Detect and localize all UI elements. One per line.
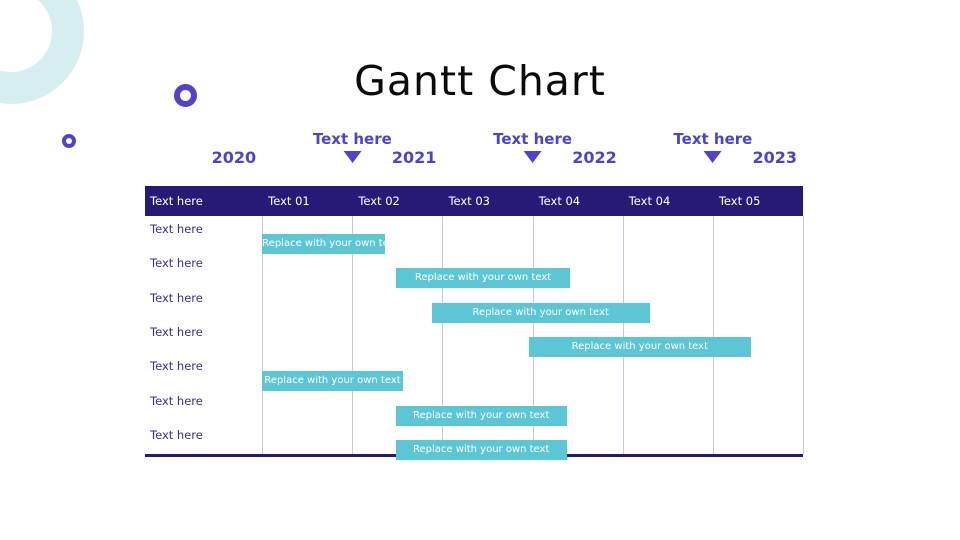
- gantt-task-bar[interactable]: Replace with your own text: [528, 336, 751, 357]
- gantt-header-column-4[interactable]: Text 04: [538, 194, 581, 208]
- gantt-header-column-3[interactable]: Text 03: [448, 194, 490, 208]
- gantt-row-label: Text here: [150, 222, 203, 236]
- gantt-header-column-2[interactable]: Text 02: [358, 194, 400, 208]
- milestone-triangle-down-icon: [523, 151, 542, 163]
- milestone-marker[interactable]: Text here: [673, 130, 752, 163]
- page-title: Gantt Chart: [354, 57, 606, 105]
- milestone-triangle-down-icon: [703, 151, 722, 163]
- gantt-header-column-6[interactable]: Text 05: [718, 194, 761, 208]
- gantt-row-label: Text here: [150, 290, 203, 305]
- year-tick-label: 2023: [752, 148, 797, 167]
- gantt-task-bar[interactable]: Replace with your own text: [431, 302, 650, 323]
- milestone-triangle-down-icon: [343, 151, 362, 163]
- gantt-gridline: [622, 216, 624, 454]
- gantt-gridline: [803, 216, 804, 454]
- milestone-label: Text here: [493, 130, 573, 148]
- milestone-marker[interactable]: Text here: [493, 130, 572, 163]
- milestone-label: Text here: [312, 130, 392, 148]
- gantt-gridline: [442, 216, 444, 454]
- gantt-row-label: Text here: [150, 256, 203, 271]
- gantt-gridline: [262, 216, 264, 454]
- gantt-gridline: [532, 216, 534, 454]
- gantt-header-column-5[interactable]: Text 04: [628, 194, 671, 208]
- gantt-task-bar[interactable]: Replace with your own text: [262, 234, 385, 254]
- year-tick-label: 2022: [572, 148, 617, 167]
- gantt-gridline: [712, 216, 714, 454]
- gantt-row-label: Text here: [150, 324, 203, 339]
- gantt-task-bar[interactable]: Replace with your own text: [395, 268, 571, 289]
- year-tick-label: 2021: [391, 148, 437, 167]
- gantt-task-bar[interactable]: Replace with your own text: [262, 371, 403, 392]
- gantt-task-bar[interactable]: Replace with your own text: [395, 405, 567, 426]
- gantt-header-row-label: Text here: [150, 194, 203, 208]
- gantt-row-label: Text here: [150, 359, 203, 374]
- milestone-marker[interactable]: Text here: [313, 130, 392, 163]
- gantt-task-bar[interactable]: Replace with your own text: [395, 439, 567, 460]
- purple-ring-small-decoration: [62, 134, 76, 148]
- gantt-header-column-1[interactable]: Text 01: [268, 194, 310, 208]
- gantt-row-label: Text here: [150, 393, 203, 408]
- gantt-row-label: Text here: [150, 427, 203, 442]
- gantt-gridline: [352, 216, 354, 454]
- milestone-label: Text here: [673, 130, 753, 148]
- gantt-header-band: Text here Text 01 Text 02 Text 03 Text 04 Tex…: [145, 186, 803, 216]
- year-tick-label: 2020: [211, 148, 257, 167]
